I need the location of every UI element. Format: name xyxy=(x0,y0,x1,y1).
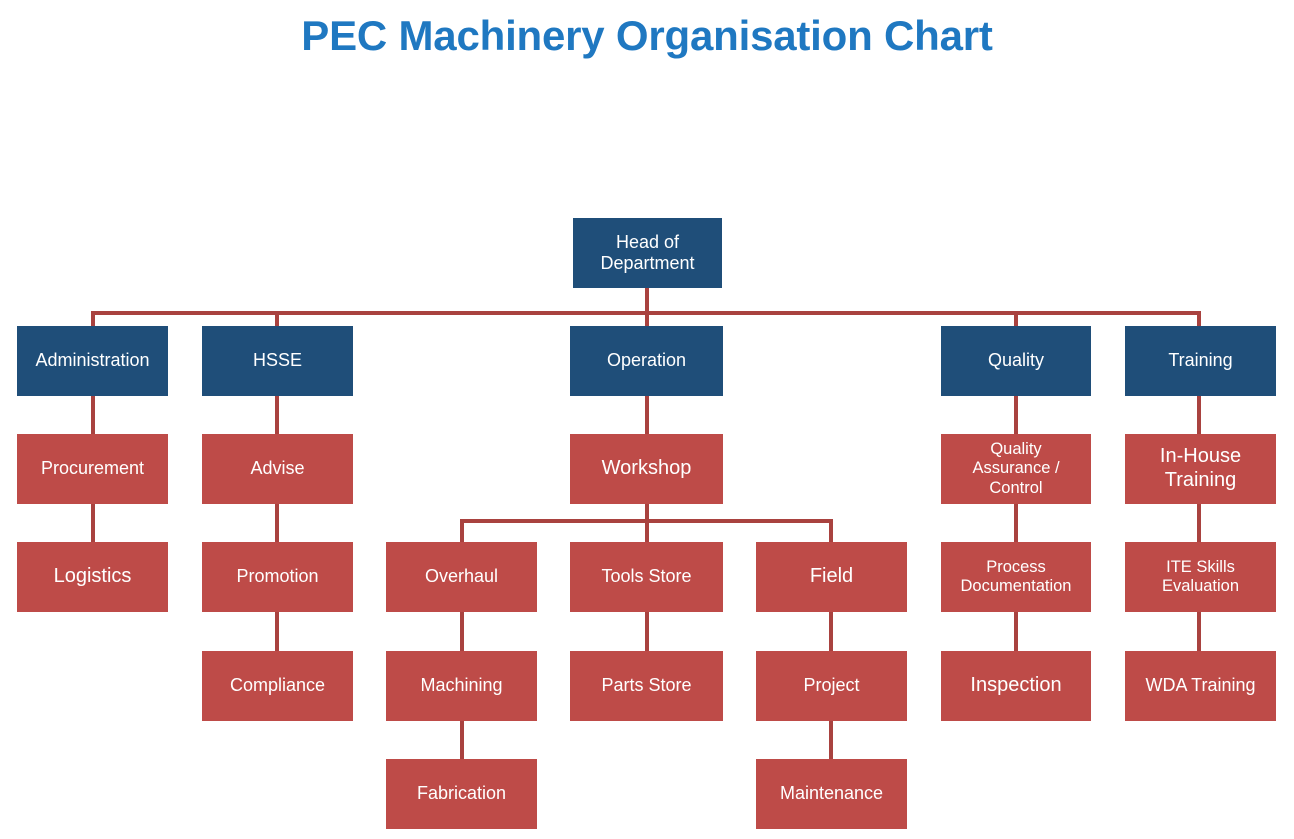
connector-bus-to-hsse xyxy=(275,311,279,326)
connector-bus-to-quality xyxy=(1014,311,1018,326)
node-label: Advise xyxy=(250,458,305,479)
connector-administration-to-procurement xyxy=(91,396,95,434)
node-label: Operation xyxy=(606,350,687,371)
node-label: Logistics xyxy=(53,565,132,588)
connector-inhouse-to-ite-skills xyxy=(1197,504,1201,542)
node-tools-store[interactable]: Tools Store xyxy=(570,542,723,612)
connector-quality-to-qac xyxy=(1014,396,1018,434)
connector-process-doc-to-inspection xyxy=(1014,612,1018,651)
connector-training-to-inhouse xyxy=(1197,396,1201,434)
node-label: Workshop xyxy=(601,457,692,480)
node-fabrication[interactable]: Fabrication xyxy=(386,759,537,829)
node-label: Training xyxy=(1168,350,1233,371)
node-logistics[interactable]: Logistics xyxy=(17,542,168,612)
connector-field-to-project xyxy=(829,612,833,651)
node-machining[interactable]: Machining xyxy=(386,651,537,721)
node-maintenance[interactable]: Maintenance xyxy=(756,759,907,829)
node-label: Fabrication xyxy=(416,783,507,804)
node-label: Quality xyxy=(987,350,1045,371)
node-label: Overhaul xyxy=(424,566,499,587)
connector-bus-to-training xyxy=(1197,311,1201,326)
node-hsse[interactable]: HSSE xyxy=(202,326,353,396)
connector-workshop-bus xyxy=(460,519,833,523)
node-label: Machining xyxy=(420,675,503,696)
node-compliance[interactable]: Compliance xyxy=(202,651,353,721)
connector-head-stem xyxy=(645,288,649,315)
node-label: Field xyxy=(809,565,854,588)
node-administration[interactable]: Administration xyxy=(17,326,168,396)
connector-bus-to-operation xyxy=(645,311,649,326)
node-label: Maintenance xyxy=(779,783,884,804)
node-overhaul[interactable]: Overhaul xyxy=(386,542,537,612)
connector-ite-to-wda-training xyxy=(1197,612,1201,651)
node-field[interactable]: Field xyxy=(756,542,907,612)
node-inspection[interactable]: Inspection xyxy=(941,651,1091,721)
connector-procurement-to-logistics xyxy=(91,504,95,542)
node-wda-training[interactable]: WDA Training xyxy=(1125,651,1276,721)
connector-workshop-to-field xyxy=(829,519,833,542)
connector-operation-to-workshop xyxy=(645,396,649,434)
connector-project-to-maintenance xyxy=(829,721,833,759)
node-operation[interactable]: Operation xyxy=(570,326,723,396)
node-label: Tools Store xyxy=(601,566,692,587)
node-promotion[interactable]: Promotion xyxy=(202,542,353,612)
connector-promotion-to-compliance xyxy=(275,612,279,651)
node-label: Inspection xyxy=(970,674,1062,697)
connector-qac-to-process-documentation xyxy=(1014,504,1018,542)
node-label: Parts Store xyxy=(601,675,692,696)
page-title: PEC Machinery Organisation Chart xyxy=(301,12,993,59)
connector-advise-to-promotion xyxy=(275,504,279,542)
node-quality[interactable]: Quality xyxy=(941,326,1091,396)
connector-hsse-to-advise xyxy=(275,396,279,434)
node-parts-store[interactable]: Parts Store xyxy=(570,651,723,721)
connector-machining-to-fabrication xyxy=(460,721,464,759)
connector-overhaul-to-machining xyxy=(460,612,464,651)
node-label: Procurement xyxy=(40,458,145,479)
node-training[interactable]: Training xyxy=(1125,326,1276,396)
node-label: WDA Training xyxy=(1145,675,1256,696)
node-label: Promotion xyxy=(236,566,319,587)
node-advise[interactable]: Advise xyxy=(202,434,353,504)
connector-bus-to-administration xyxy=(91,311,95,326)
connector-tools-store-to-parts-store xyxy=(645,612,649,651)
connector-workshop-to-overhaul xyxy=(460,519,464,542)
node-label: Compliance xyxy=(229,675,326,696)
connector-workshop-stem xyxy=(645,504,649,542)
node-label: Administration xyxy=(35,350,150,371)
node-label: HSSE xyxy=(252,350,303,371)
node-workshop[interactable]: Workshop xyxy=(570,434,723,504)
node-project[interactable]: Project xyxy=(756,651,907,721)
node-label: Project xyxy=(803,675,860,696)
node-procurement[interactable]: Procurement xyxy=(17,434,168,504)
